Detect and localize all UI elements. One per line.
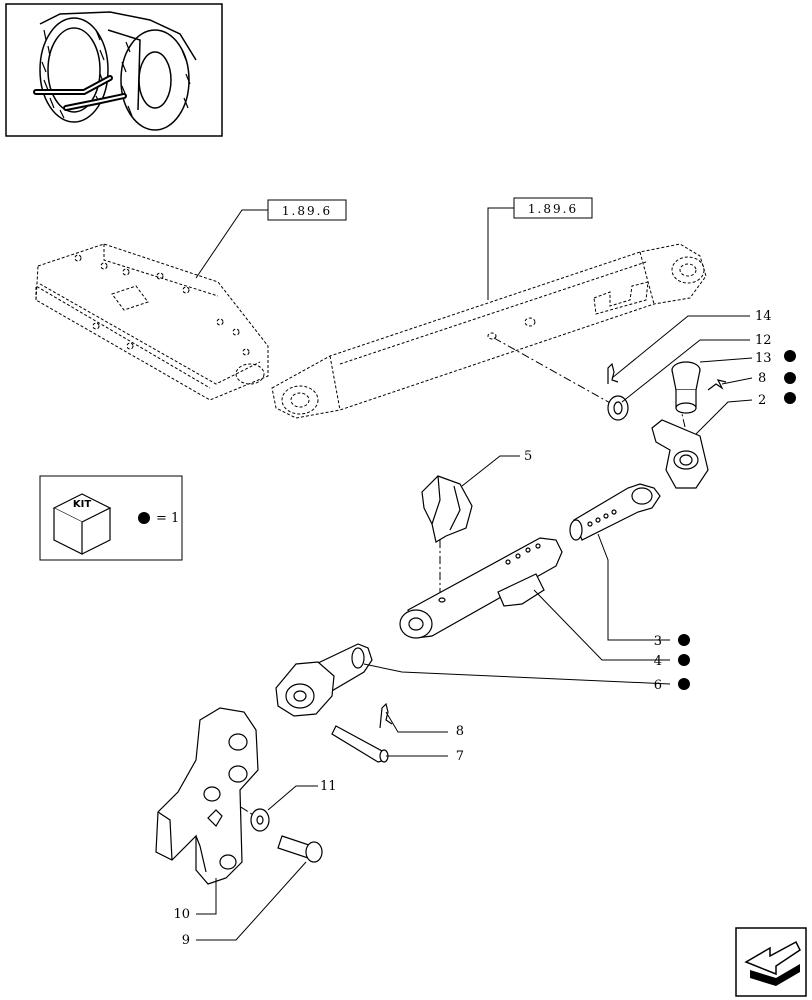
kit-legend-text: = 1: [156, 511, 179, 526]
callout-2: 2: [758, 393, 766, 408]
callout-10: 10: [173, 907, 190, 922]
part-13-pin[interactable]: [671, 361, 701, 414]
callout-14: 14: [755, 309, 772, 324]
part-9-bolt[interactable]: [277, 835, 323, 863]
kit-legend: KIT = 1: [39, 475, 183, 561]
callout-3: 3: [654, 634, 662, 649]
tractor-thumbnail: [5, 3, 223, 137]
part-2-bracket[interactable]: [651, 419, 709, 489]
reference-label: 1.89.6: [528, 202, 578, 216]
kit-dot-icon: [678, 678, 690, 690]
kit-dot-icon: [784, 350, 796, 362]
kit-dot-icon: [784, 372, 796, 384]
lower-link-arm: [271, 243, 707, 419]
part-3-threaded-rod[interactable]: [569, 483, 661, 541]
callout-labels: 14 12 13 8 2 5 3 4 6 8 7 11 10 9: [173, 309, 796, 948]
part-8-clip-upper[interactable]: [707, 379, 727, 391]
kit-badge: KIT: [73, 499, 91, 510]
callout-4: 4: [654, 654, 662, 669]
part-8-clip-lower[interactable]: [379, 702, 393, 729]
next-page-arrow-icon[interactable]: [735, 927, 807, 997]
part-6-swivel-end[interactable]: [275, 643, 373, 717]
callout-13: 13: [755, 351, 772, 366]
callout-8: 8: [758, 371, 766, 386]
reference-label: 1.89.6: [282, 204, 332, 218]
callout-6: 6: [654, 678, 662, 693]
part-10-support-plate[interactable]: [155, 707, 259, 885]
kit-dot-icon: [784, 392, 796, 404]
kit-dot-icon: [678, 654, 690, 666]
reference-box-left[interactable]: 1.89.6: [267, 199, 347, 221]
part-7-pin[interactable]: [331, 725, 389, 763]
reference-box-right[interactable]: 1.89.6: [513, 197, 593, 219]
part-5-lock[interactable]: [421, 475, 473, 543]
callout-9: 9: [182, 933, 190, 948]
callout-8: 8: [456, 724, 464, 739]
kit-dot-icon: [678, 634, 690, 646]
kit-box-icon: [52, 493, 112, 555]
callout-7: 7: [456, 749, 464, 764]
part-12-washer[interactable]: [607, 395, 629, 421]
kit-dot-icon: [138, 512, 150, 524]
leader-lines: [196, 315, 753, 941]
callout-11: 11: [320, 779, 337, 794]
part-14-clip[interactable]: [607, 362, 619, 384]
frame-housing: [35, 243, 269, 401]
callout-12: 12: [755, 333, 772, 348]
part-11-washer[interactable]: [250, 808, 270, 832]
callout-5: 5: [524, 449, 532, 464]
part-4-tube[interactable]: [399, 537, 563, 639]
